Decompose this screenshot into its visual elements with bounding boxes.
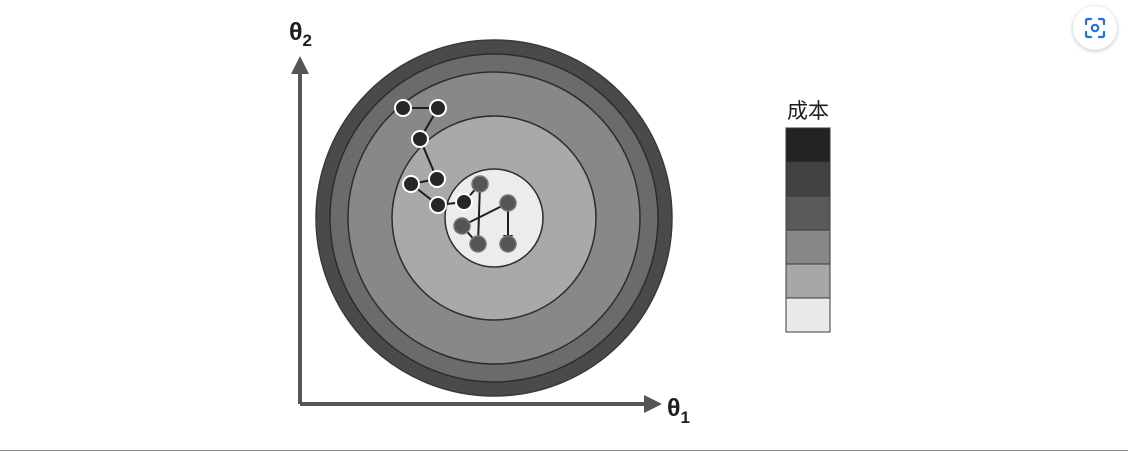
descent-points [394,99,473,214]
legend-swatch [785,161,831,197]
descent-point [453,217,471,235]
descent-point [411,130,429,148]
legend-swatch [785,195,831,231]
y-axis-arrowhead [291,56,309,74]
y-axis-label: θ2 [289,18,312,50]
descent-point [499,235,517,253]
descent-point [455,193,473,211]
legend-swatch [785,229,831,265]
descent-point [429,196,447,214]
descent-point [402,175,420,193]
legend-swatch [785,263,831,299]
legend-title: 成本 [787,99,829,123]
legend-swatch [785,127,831,163]
lens-search-icon [1084,17,1106,39]
lens-button[interactable] [1073,6,1117,50]
descent-point [429,99,447,117]
descent-point [469,235,487,253]
descent-point [428,170,446,188]
x-axis-arrowhead [644,395,662,413]
descent-point [499,194,517,212]
x-axis-label: θ1 [667,394,690,427]
legend-swatch [785,297,831,333]
descent-point [471,175,489,193]
descent-points-inner [453,175,517,253]
cost-legend [785,127,831,333]
descent-point [394,99,412,117]
